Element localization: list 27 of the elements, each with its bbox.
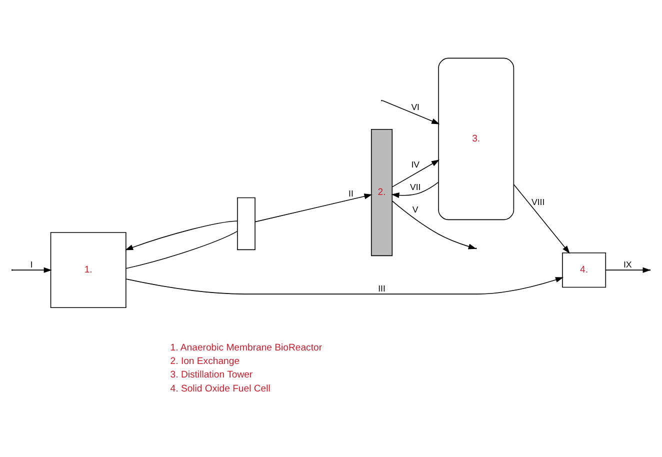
connector bbox=[126, 230, 238, 269]
arrow bbox=[125, 220, 238, 250]
edge-label: VI bbox=[411, 102, 420, 112]
edge-label: VIII bbox=[531, 197, 545, 208]
edge-label: IV bbox=[411, 160, 420, 170]
node-box: 3. bbox=[438, 58, 514, 220]
arrow bbox=[126, 277, 564, 294]
arrow bbox=[12, 267, 52, 273]
arrow bbox=[254, 194, 372, 222]
edge-label: VII bbox=[410, 182, 421, 192]
edge-label: II bbox=[348, 188, 354, 198]
edge-label: III bbox=[378, 284, 386, 294]
edge-label: I bbox=[30, 260, 33, 270]
label: 2. Ion Exchange bbox=[170, 356, 240, 368]
label: 1. Anaerobic Membrane BioReactor bbox=[170, 342, 322, 354]
node-box: 4. bbox=[562, 252, 606, 288]
arrow bbox=[513, 184, 570, 254]
edge-label: V bbox=[412, 204, 418, 214]
edge-label: IX bbox=[623, 260, 632, 270]
node-box: 2. bbox=[370, 128, 393, 256]
arrow bbox=[392, 160, 440, 188]
arrow bbox=[382, 100, 440, 124]
node-box: 1. bbox=[50, 232, 126, 308]
label: 3. Distillation Tower bbox=[170, 370, 253, 381]
arrow bbox=[391, 182, 439, 198]
label: 4. Solid Oxide Fuel Cell bbox=[170, 383, 270, 394]
node-box bbox=[237, 197, 256, 250]
